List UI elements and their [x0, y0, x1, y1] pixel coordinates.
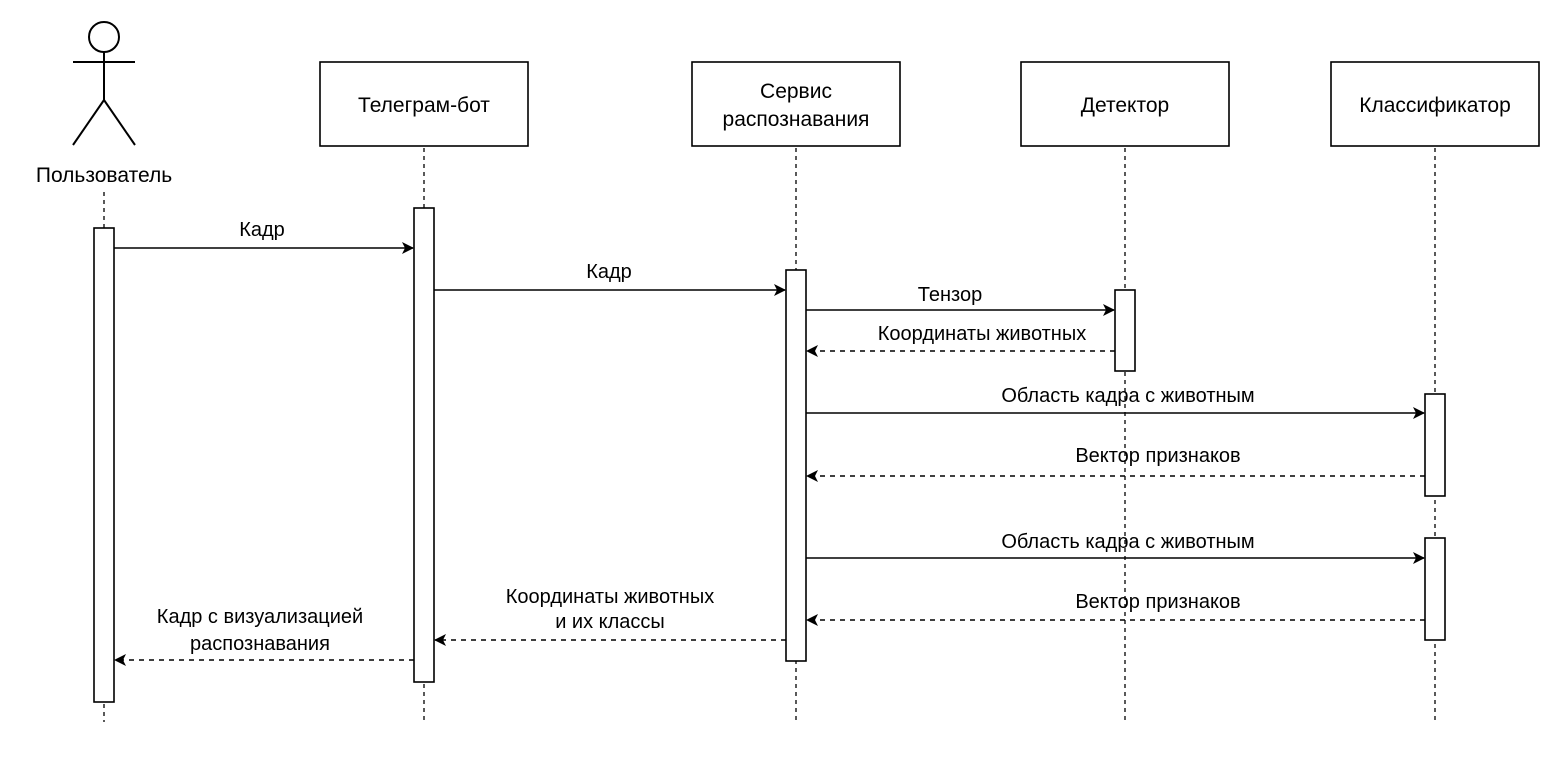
- message-label: Координаты животных: [506, 586, 714, 608]
- activation-classifier-2: [1424, 537, 1446, 641]
- activation-classifier-1: [1424, 393, 1446, 497]
- message-label: Кадр: [239, 219, 285, 241]
- user-actor-icon: [72, 21, 136, 146]
- activation-service: [785, 269, 807, 662]
- participant-classifier: Классификатор: [1330, 61, 1540, 147]
- participant-classifier-label: Классификатор: [1359, 94, 1511, 117]
- message-label: Тензор: [918, 284, 982, 306]
- message-label: и их классы: [555, 611, 665, 633]
- activation-detector: [1114, 289, 1136, 372]
- participant-bot: Телеграм-бот: [319, 61, 529, 147]
- message-label: Кадр с визуализацией: [157, 606, 363, 628]
- participant-bot-label: Телеграм-бот: [358, 94, 490, 117]
- message-label: Кадр: [586, 261, 632, 283]
- participant-detector: Детектор: [1020, 61, 1230, 147]
- message-label: Вектор признаков: [1075, 591, 1240, 613]
- message-label: Вектор признаков: [1075, 445, 1240, 467]
- participant-user-label: Пользователь: [36, 164, 172, 187]
- message-label: Область кадра с животным: [1001, 385, 1254, 407]
- activation-user: [93, 227, 115, 703]
- message-label: Координаты животных: [878, 323, 1086, 345]
- participant-service-label-line1: Сервис: [760, 80, 832, 103]
- activation-bot: [413, 207, 435, 683]
- message-label: Область кадра с животным: [1001, 531, 1254, 553]
- participant-service-label-line2: распознавания: [723, 108, 870, 131]
- participant-service: Сервис распознавания: [691, 61, 901, 147]
- message-label: распознавания: [190, 633, 330, 655]
- participant-detector-label: Детектор: [1081, 94, 1169, 117]
